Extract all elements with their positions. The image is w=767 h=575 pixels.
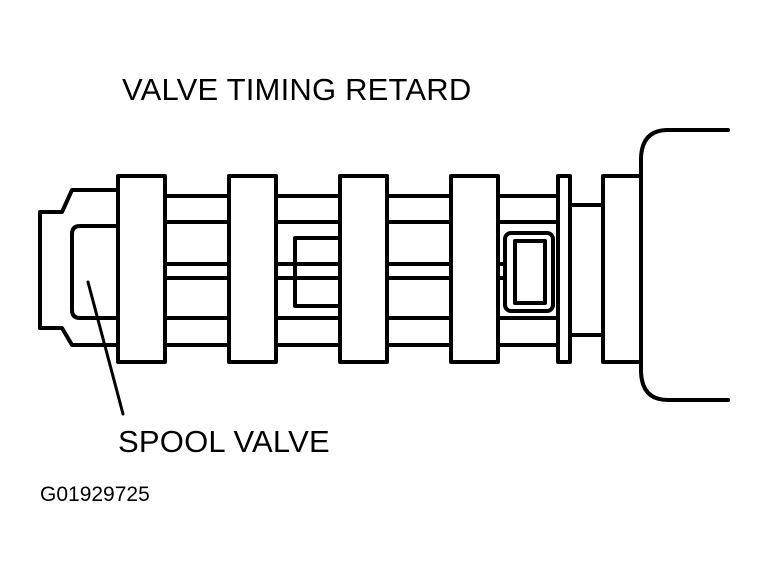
solenoid-body — [639, 128, 730, 402]
housing-land-2 — [227, 174, 278, 364]
housing-land-3 — [338, 174, 389, 364]
separator-plate — [556, 174, 572, 364]
housing-land-4 — [449, 174, 500, 364]
valve-housing-left-end — [38, 188, 120, 347]
spool-valve-label: SPOOL VALVE — [118, 424, 330, 459]
diagram-title: VALVE TIMING RETARD — [122, 72, 472, 107]
spool-land-right-inner — [513, 239, 547, 305]
spool-bore-left — [70, 224, 120, 320]
solenoid-collar — [601, 174, 643, 364]
spool-valve-leader — [86, 280, 125, 416]
spool-land-right — [503, 231, 555, 313]
figure-id: G01929725 — [40, 483, 150, 506]
housing-land-1 — [116, 174, 167, 364]
spool-land-middle — [293, 236, 343, 308]
